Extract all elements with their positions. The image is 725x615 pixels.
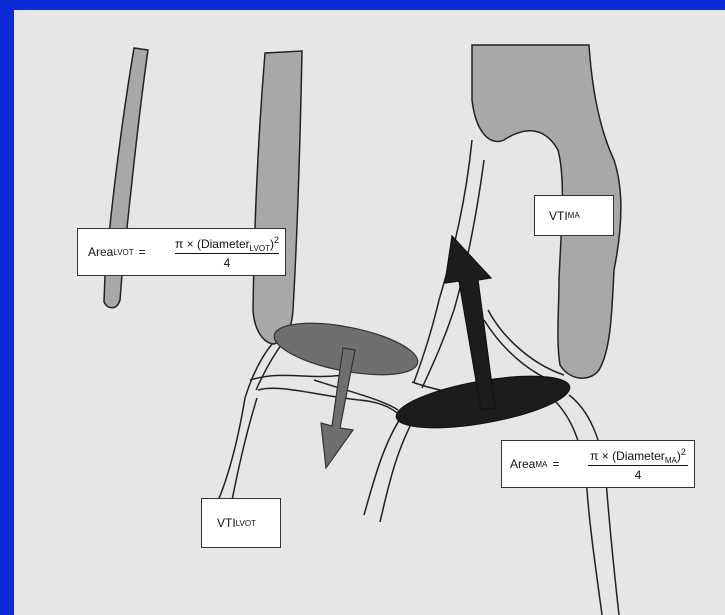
lvot-denominator: 4 bbox=[172, 256, 282, 270]
septum bbox=[253, 51, 302, 344]
ma-fraction-bar bbox=[588, 465, 688, 466]
lvot-outline-2 bbox=[214, 398, 245, 510]
lvot-fraction-bar bbox=[175, 253, 279, 254]
lvot-outline-3 bbox=[250, 375, 344, 380]
ma-outline-7 bbox=[380, 415, 416, 522]
ma-outline-8 bbox=[569, 395, 619, 615]
ma-denominator: 4 bbox=[586, 468, 690, 482]
ma-outline-3 bbox=[488, 310, 564, 375]
ma-numerator: π × (DiameterMA)2 bbox=[586, 447, 690, 465]
lvot-numerator: π × (DiameterLVOT)2 bbox=[172, 235, 282, 253]
heart-diagram bbox=[14, 10, 725, 615]
lvot-outline-4 bbox=[258, 388, 404, 418]
